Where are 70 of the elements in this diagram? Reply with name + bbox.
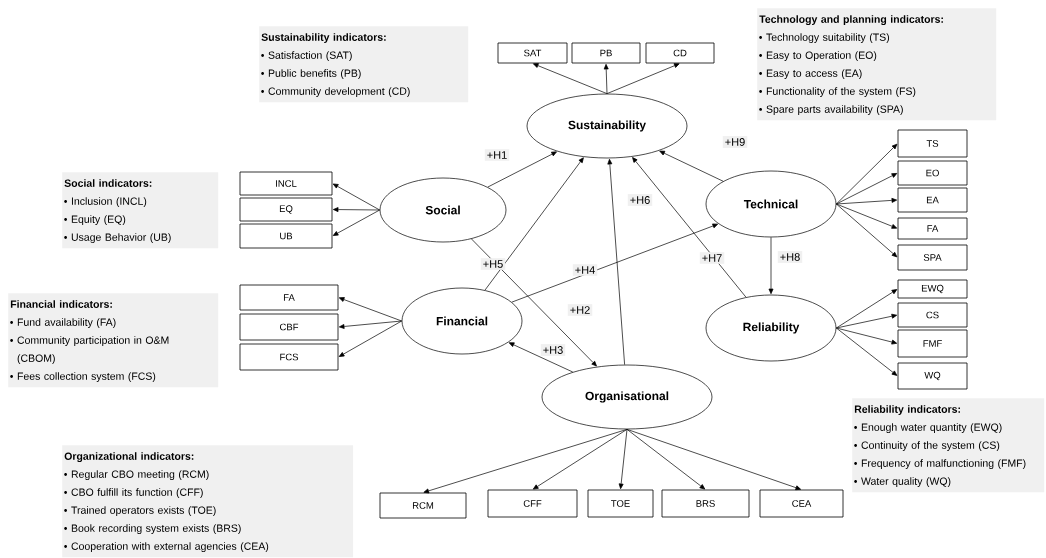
edge-label: +H3 xyxy=(540,344,566,356)
edge-label: +H2 xyxy=(567,304,593,316)
arrow xyxy=(423,429,628,494)
indicator-box: RCM xyxy=(379,492,467,519)
arrow xyxy=(487,151,557,188)
indicator-box: FA xyxy=(897,217,968,240)
arrow xyxy=(338,297,402,322)
arrow xyxy=(511,223,719,303)
arrow xyxy=(836,197,898,205)
indicator-box: CEA xyxy=(759,489,844,518)
indicator-box: PB xyxy=(571,42,641,64)
arrow xyxy=(332,183,380,211)
arrow xyxy=(836,327,898,376)
arrow xyxy=(332,207,380,212)
edge-label: +H4 xyxy=(572,264,598,276)
arrow xyxy=(836,313,898,329)
indicator-box: FA xyxy=(239,284,339,311)
arrow xyxy=(836,143,898,205)
indicator-panel: Reliability indicators: Enough water quantity (EWQ) Continuity of the system (CS) Frequency of malfunctioning (FMF) Water quality (WQ) xyxy=(852,398,1045,493)
indicator-box: WQ xyxy=(897,362,968,390)
edge-label: +H1 xyxy=(484,149,510,161)
indicator-box: SAT xyxy=(497,42,568,64)
arrow xyxy=(532,429,628,490)
arrow xyxy=(626,429,706,490)
indicator-panel: Financial indicators: Fund availability (FA) Community participation in O&M (CBOM) Fees collection system (FCS) xyxy=(8,293,219,388)
arrow xyxy=(632,157,747,298)
indicator-box: EA xyxy=(897,187,968,213)
edge-label: +H5 xyxy=(480,258,506,270)
edge-label: +H8 xyxy=(777,251,803,263)
indicator-box: FCS xyxy=(239,343,339,371)
indicator-box: CD xyxy=(645,42,715,64)
indicator-panel: Organizational indicators: Regular CBO meeting (RCM) CBO fulfill its function (CFF) Trained operators exists (TOE) Book recording system exists (BRS) Cooperation with external agencies (CEA) xyxy=(62,445,354,558)
arrow xyxy=(338,320,402,329)
arrow xyxy=(836,203,898,258)
arrow xyxy=(484,157,584,291)
indicator-box: FMF xyxy=(897,329,968,358)
indicator-box: BRS xyxy=(661,489,750,518)
arrow xyxy=(836,289,898,329)
indicator-box: EWQ xyxy=(897,279,968,299)
arrow xyxy=(836,173,898,205)
arrow xyxy=(332,209,380,236)
arrow xyxy=(606,63,680,94)
indicator-panel: Social indicators: Inclusion (INCL) Equity (EQ) Usage Behavior (UB) xyxy=(62,172,219,249)
indicator-panel: Sustainability indicators: Satisfaction (SAT) Public benefits (PB) Community development (CD) xyxy=(259,26,469,103)
arrow xyxy=(471,238,597,367)
indicator-box: TS xyxy=(897,129,968,158)
indicator-box: CFF xyxy=(487,489,578,518)
arrow xyxy=(338,320,402,357)
edge-label: +H7 xyxy=(699,252,725,264)
indicator-box: INCL xyxy=(239,171,333,196)
indicator-box: CBF xyxy=(239,313,339,341)
indicator-box: CS xyxy=(897,302,968,328)
arrow xyxy=(508,342,574,373)
arrow xyxy=(626,429,801,491)
edge-label: +H6 xyxy=(627,194,653,206)
indicator-panel: Technology and planning indicators: Technology suitability (TS) Easy to Operation (EO) Easy to access (EA) Functionality of the system (FS) Spare parts availability (SPA) xyxy=(757,8,997,121)
edge-label: +H9 xyxy=(722,136,748,148)
arrow xyxy=(607,158,625,366)
arrow xyxy=(603,63,609,94)
indicator-box: EO xyxy=(897,160,968,186)
indicator-box: EQ xyxy=(239,197,333,222)
arrow xyxy=(659,150,724,182)
arrow xyxy=(533,63,608,94)
arrow xyxy=(768,237,774,295)
indicator-box: UB xyxy=(239,223,333,249)
arrow xyxy=(836,327,898,345)
indicator-box: SPA xyxy=(897,244,968,271)
indicator-box: TOE xyxy=(587,489,654,518)
arrow xyxy=(618,429,628,490)
arrow xyxy=(836,203,898,229)
